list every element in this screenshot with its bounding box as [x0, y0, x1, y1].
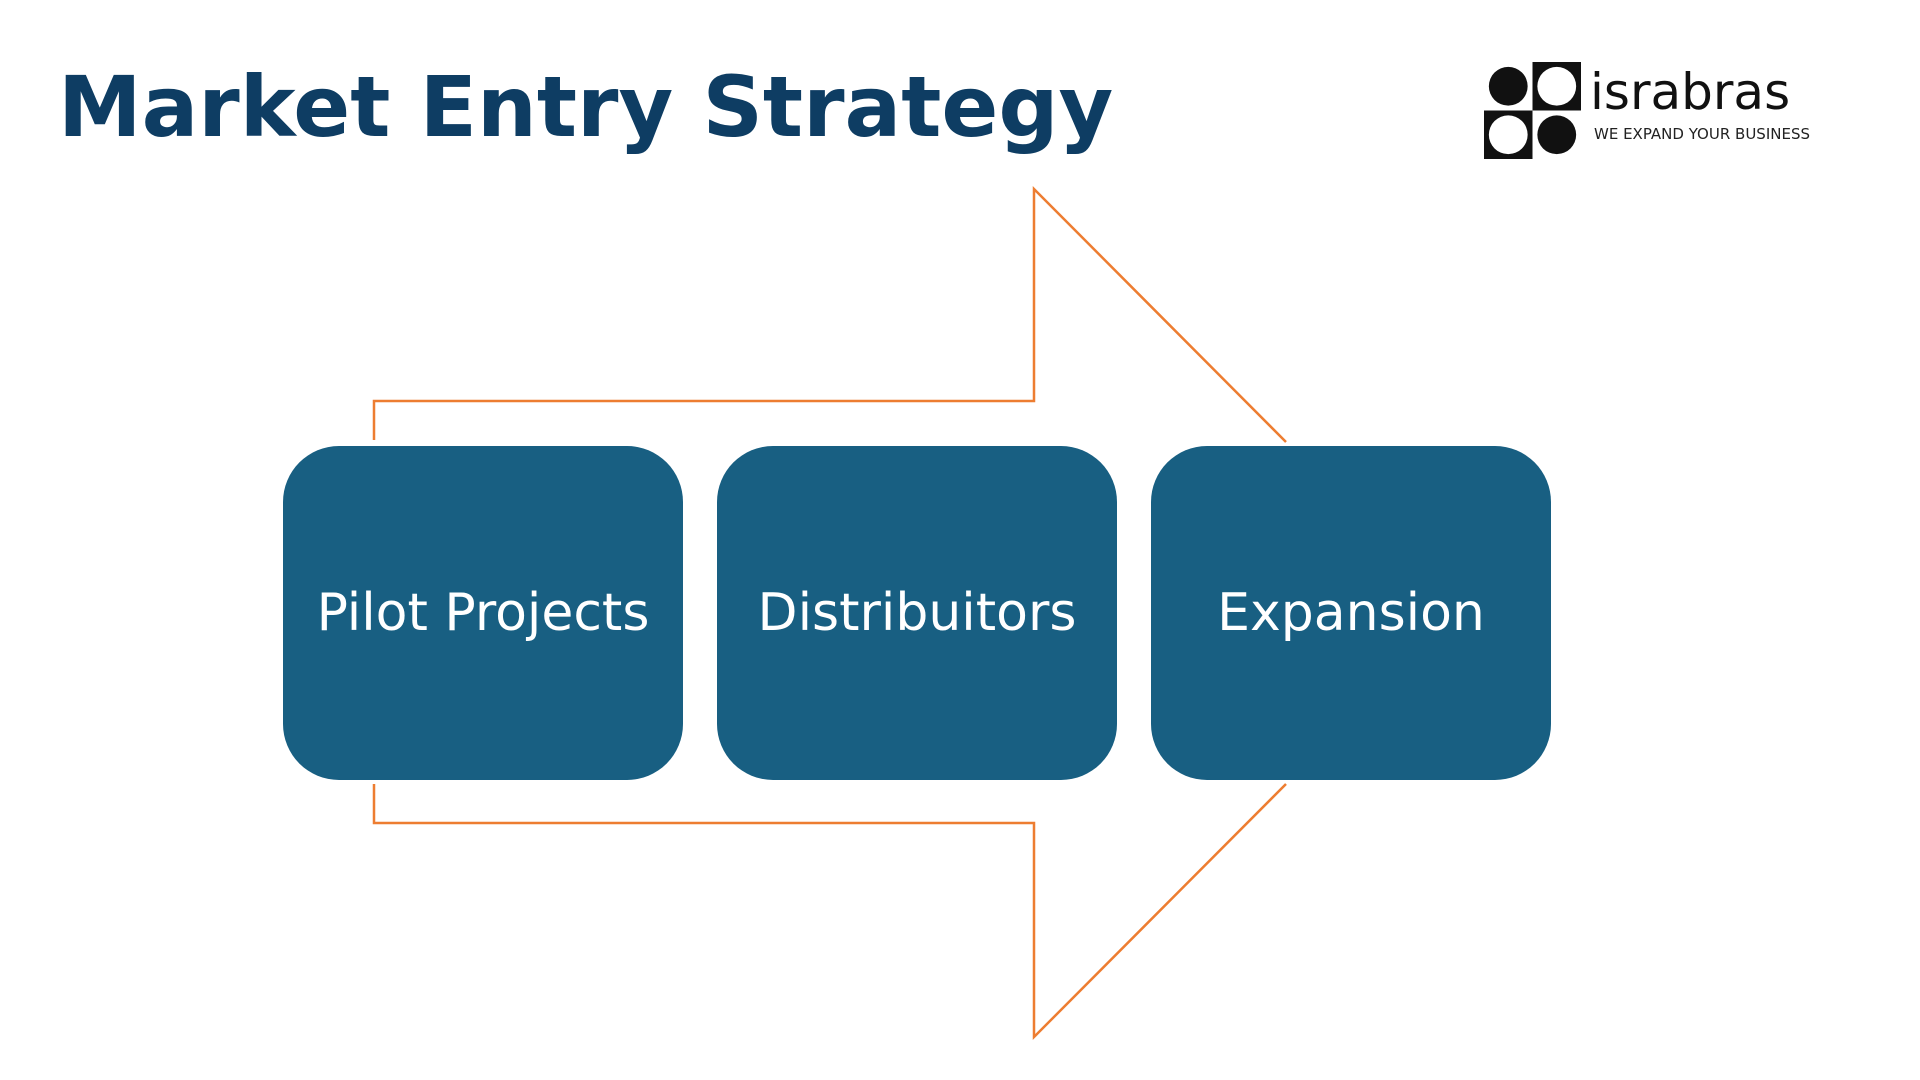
company-logo: israbras WE EXPAND YOUR BUSINESS — [1484, 62, 1824, 162]
step-expansion: Expansion — [1151, 446, 1551, 780]
step-label: Distribuitors — [757, 583, 1077, 643]
checker-circles-logo-icon — [1484, 62, 1581, 159]
page-title: Market Entry Strategy — [58, 58, 1114, 156]
logo-tagline: WE EXPAND YOUR BUSINESS — [1594, 125, 1810, 143]
step-distribuitors: Distribuitors — [717, 446, 1117, 780]
step-label: Pilot Projects — [316, 583, 650, 643]
logo-name: israbras — [1590, 63, 1791, 121]
step-label: Expansion — [1217, 583, 1485, 643]
step-pilot-projects: Pilot Projects — [283, 446, 683, 780]
